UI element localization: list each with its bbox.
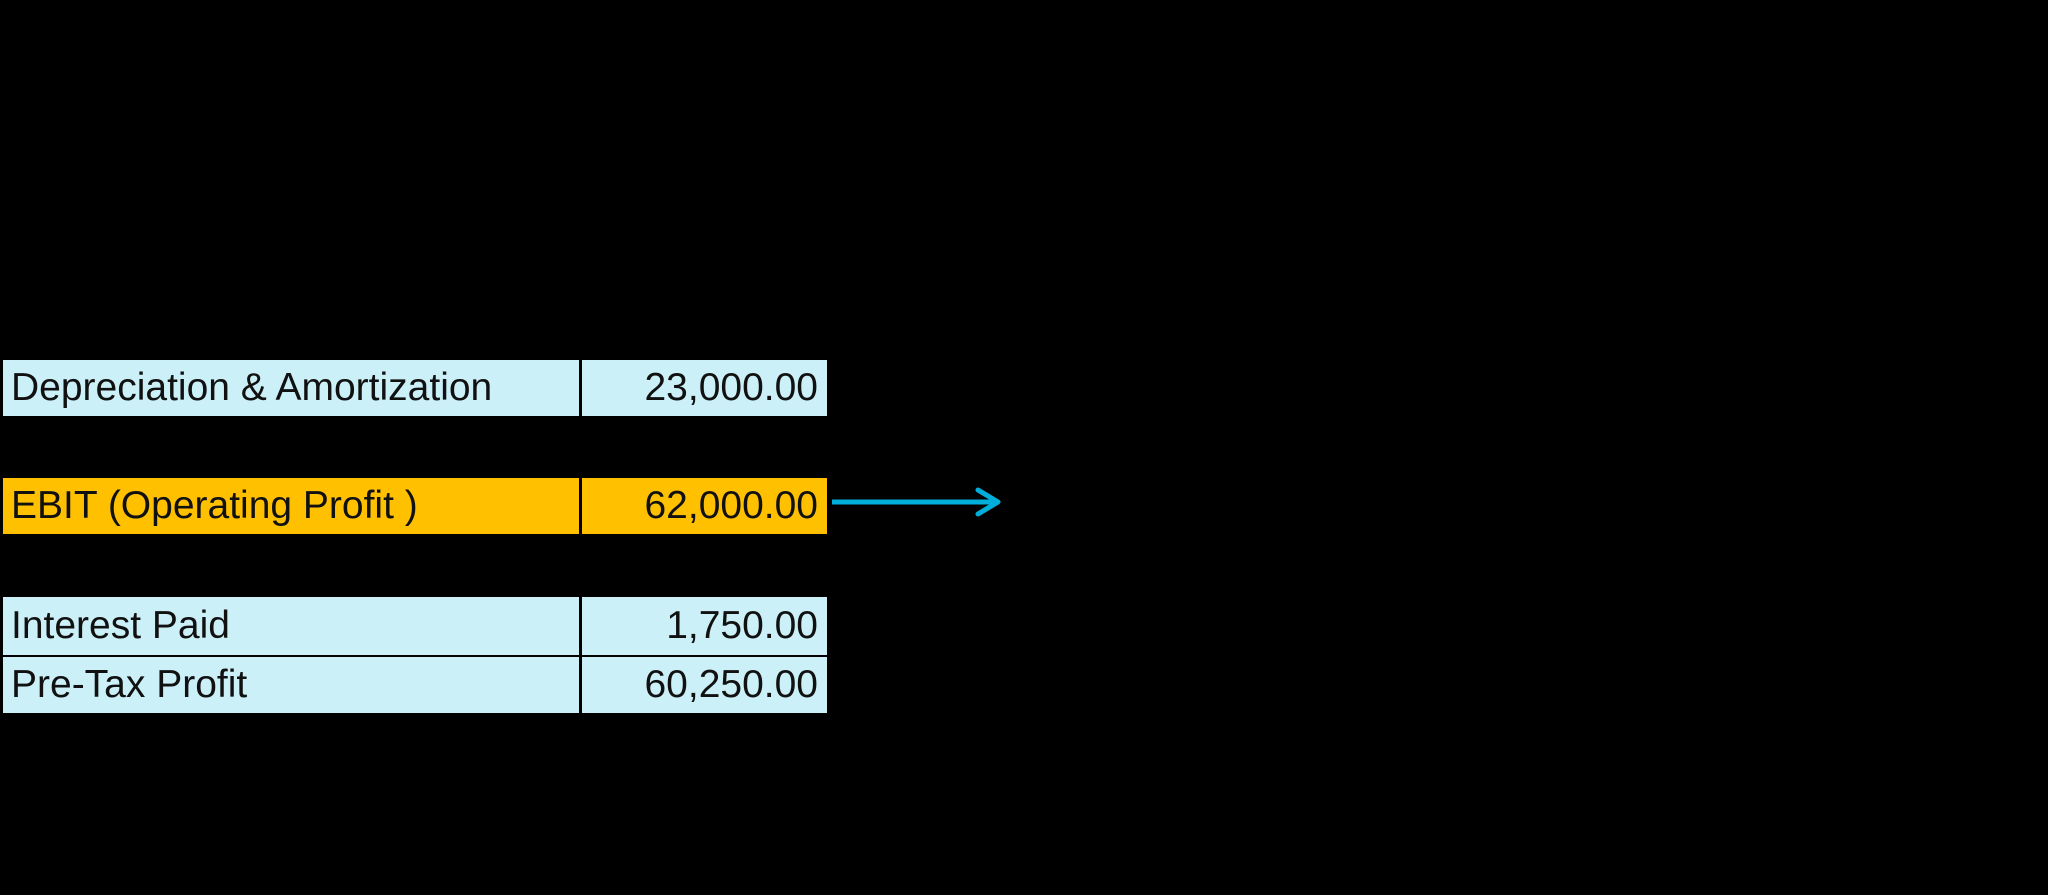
- row-label: Depreciation & Amortization: [3, 360, 582, 416]
- row-interest-paid: Interest Paid 1,750.00: [3, 597, 827, 655]
- row-value: 1,750.00: [582, 597, 827, 655]
- row-pre-tax-profit: Pre-Tax Profit 60,250.00: [3, 657, 827, 713]
- row-value: 62,000.00: [582, 478, 827, 534]
- row-divider: [3, 655, 827, 657]
- row-ebit-operating-profit: EBIT (Operating Profit ) 62,000.00: [3, 478, 827, 534]
- arrow-right-icon: [832, 487, 1001, 517]
- row-label: EBIT (Operating Profit ): [3, 478, 582, 534]
- row-value: 60,250.00: [582, 657, 827, 713]
- row-value: 23,000.00: [582, 360, 827, 416]
- row-depreciation-amortization: Depreciation & Amortization 23,000.00: [3, 360, 827, 416]
- row-label: Interest Paid: [3, 597, 582, 655]
- row-label: Pre-Tax Profit: [3, 657, 582, 713]
